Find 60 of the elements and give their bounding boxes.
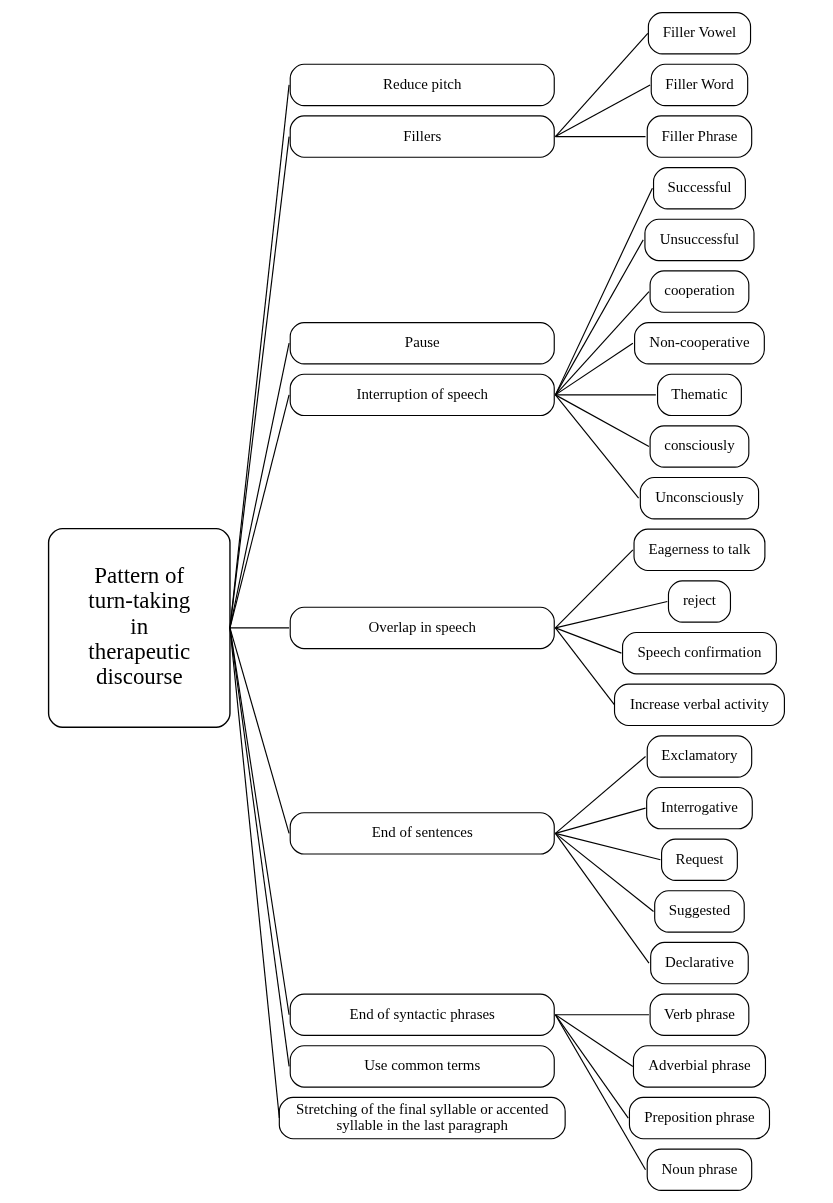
node-box: Interrogative: [646, 786, 753, 830]
connector: [229, 394, 290, 629]
node-box: Noun phrase: [646, 1148, 753, 1191]
node-box: Use common terms: [289, 1045, 555, 1088]
node-box: End of syntactic phrases: [289, 993, 555, 1036]
connector: [554, 832, 655, 912]
node-box: reject: [667, 580, 732, 623]
connector: [554, 1014, 647, 1171]
node-box: Unconsciously: [639, 476, 760, 520]
node-box: Reduce pitch: [289, 63, 555, 107]
node-box: Speech confirmation: [621, 631, 777, 675]
connector: [554, 832, 650, 964]
connector: [229, 627, 290, 834]
connector: [554, 394, 650, 448]
connector: [554, 239, 644, 396]
node-box: cooperation: [649, 270, 750, 313]
connector: [554, 600, 668, 629]
node-box: Unsuccessful: [644, 218, 755, 262]
node-box: Filler Word: [650, 63, 749, 107]
node-box: Pattern of turn-taking in therapeutic discourse: [47, 527, 231, 728]
node-box: Overlap in speech: [289, 606, 555, 650]
node-box: Fillers: [289, 115, 555, 158]
connector: [554, 627, 622, 654]
node-box: Adverbial phrase: [632, 1045, 767, 1088]
node-box: Request: [661, 838, 738, 881]
node-box: Stretching of the final syllable or accented syllable in the last paragraph: [278, 1096, 566, 1140]
connector: [554, 342, 634, 396]
node-box: Preposition phrase: [628, 1096, 771, 1140]
connector: [554, 136, 647, 138]
connector: [554, 187, 653, 396]
node-box: Eagerness to talk: [633, 528, 766, 572]
node-box: Increase verbal activity: [613, 683, 785, 727]
connector: [554, 291, 650, 396]
node-box: Filler Vowel: [647, 12, 752, 55]
connector: [554, 627, 616, 706]
node-box: Exclamatory: [646, 735, 753, 778]
node-box: Verb phrase: [649, 993, 750, 1036]
connector: [554, 807, 647, 834]
connector: [554, 84, 651, 138]
node-box: Declarative: [650, 941, 749, 985]
node-box: Successful: [652, 167, 746, 210]
connector: [229, 342, 290, 629]
connector: [554, 832, 661, 861]
connector: [554, 1014, 634, 1067]
node-box: Non-cooperative: [634, 322, 765, 365]
node-box: End of sentences: [289, 812, 555, 855]
connector: [554, 1014, 650, 1016]
connector: [229, 627, 290, 629]
node-box: Suggested: [654, 890, 745, 933]
connector: [554, 394, 640, 499]
node-box: Pause: [289, 322, 555, 365]
connector: [554, 32, 649, 138]
connector: [554, 755, 647, 834]
connector: [229, 627, 280, 1119]
connector: [554, 394, 657, 396]
node-box: Thematic: [657, 373, 742, 417]
node-box: Filler Phrase: [646, 115, 753, 158]
node-box: Interruption of speech: [289, 373, 555, 417]
connector: [554, 549, 634, 629]
node-box: consciously: [649, 425, 750, 468]
